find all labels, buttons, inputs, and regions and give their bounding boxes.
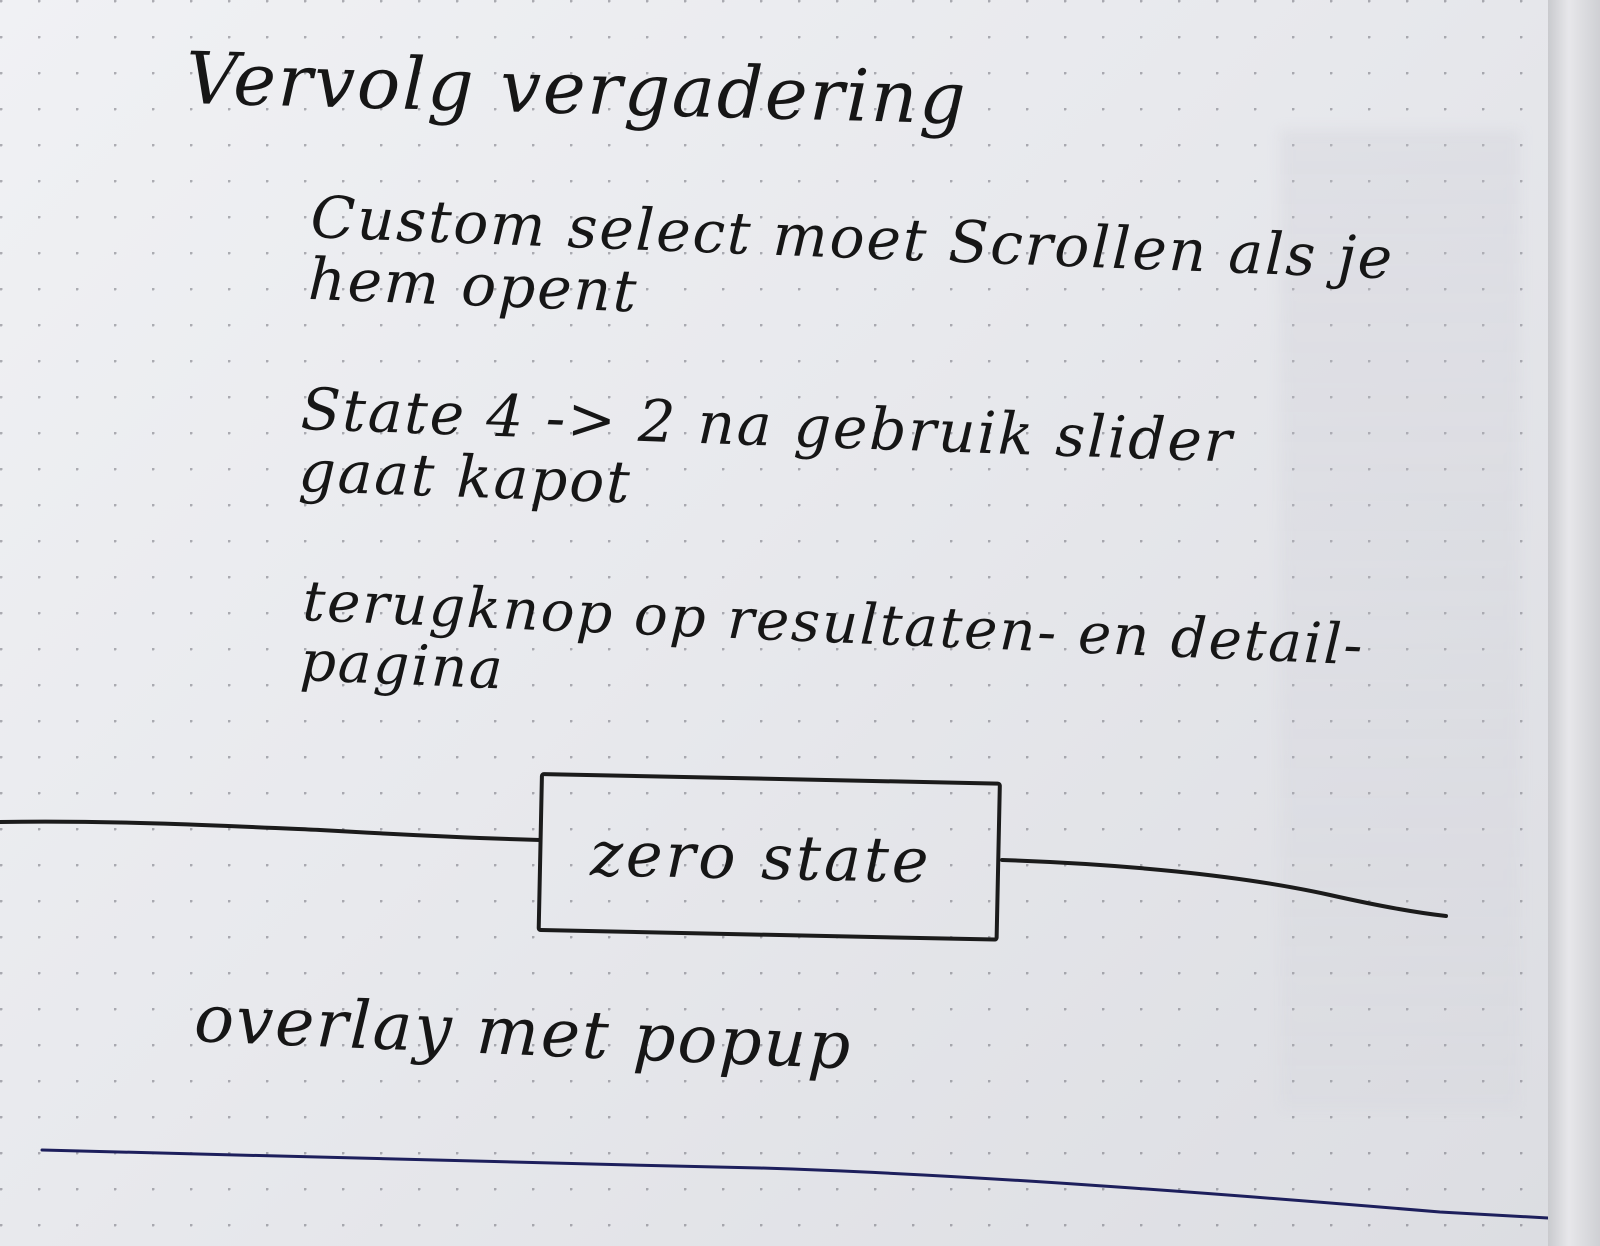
zero-state-note: overlay met popup: [192, 980, 854, 1085]
zero-state-label: zero state: [589, 817, 933, 898]
note-item: State 4 -> 2 na gebruik slider gaat kapo…: [298, 375, 1235, 534]
note-item: Custom select moet Scrollen als je hem o…: [307, 183, 1395, 352]
note-item: terugknop op resultaten- en detail- pagi…: [299, 569, 1366, 736]
page-edge: [1548, 0, 1600, 1246]
blue-ink-line: [40, 1148, 1548, 1220]
bleed-through-texture: [1280, 130, 1520, 1110]
page-title: Vervolg vergadering: [184, 36, 969, 141]
zero-state-box: zero state: [536, 772, 1002, 942]
notebook-page: Vervolg vergadering Custom select moet S…: [0, 0, 1548, 1246]
section-divider: [0, 819, 1448, 918]
